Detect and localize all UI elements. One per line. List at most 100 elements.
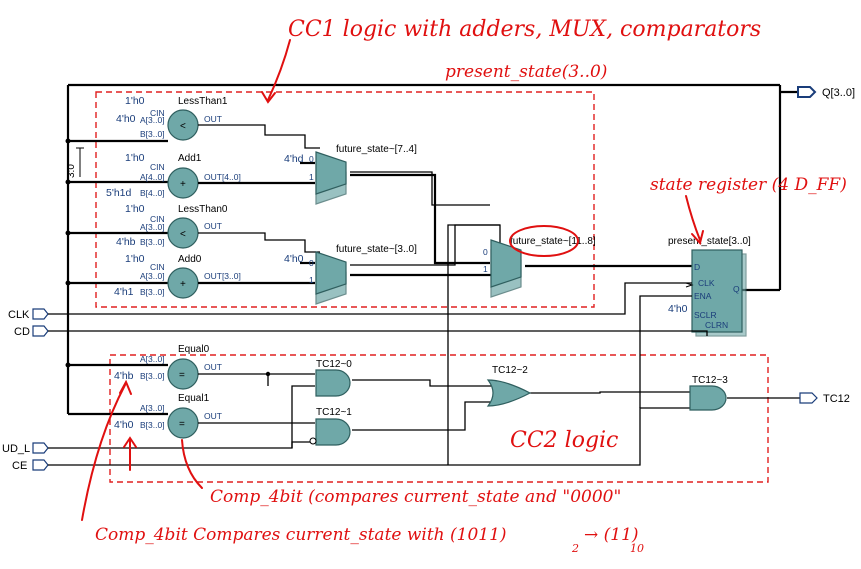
equal0-symbol: = — [179, 370, 185, 381]
register-label: present_state[3..0] — [668, 236, 751, 247]
lessthan0-comparator[interactable]: LessThan0 1'h0 CIN A[3..0] 4'hb B[3..0] … — [116, 203, 228, 249]
input-clk[interactable]: CLK — [8, 282, 692, 321]
annotation-eleven: → (11) — [584, 525, 639, 545]
annotation-cc1: CC1 logic with adders, MUX, comparators — [288, 17, 761, 42]
clk-label: CLK — [8, 309, 30, 321]
mux-top-in0-value: 4'hd — [284, 153, 304, 165]
input-ce[interactable]: CE — [12, 224, 692, 472]
add1-a-port: A[4..0] — [140, 172, 165, 182]
add1-b-value: 5'h1d — [106, 187, 132, 199]
equal0-out-port: OUT — [204, 362, 222, 372]
annotation-state-register: state register (4 D_FF) — [650, 175, 847, 195]
equal0-b-value: 4'hb — [114, 370, 134, 382]
register-sclr-value: 4'h0 — [668, 303, 688, 315]
tc12-0-label: TC12~0 — [316, 359, 352, 370]
annotation-subscript-10: 10 — [630, 542, 644, 555]
equal1-a-port: A[3..0] — [140, 403, 165, 413]
mux-mid-label: future_state~[3..0] — [336, 244, 417, 255]
bus-slice-label: 3:0 — [66, 164, 77, 178]
lessthan0-out-port: OUT — [204, 221, 222, 231]
add1-cin-value: 1'h0 — [125, 152, 145, 164]
mux-top-port-1: 1 — [309, 172, 314, 182]
gate-tc12-3[interactable]: TC12~3 — [689, 375, 728, 411]
tc12-3-label: TC12~3 — [692, 375, 728, 386]
equal1-out-port: OUT — [204, 411, 222, 421]
mux-out-port-1: 1 — [483, 264, 488, 274]
lessthan1-a-port: A[3..0] — [140, 115, 165, 125]
ce-label: CE — [12, 460, 27, 472]
cc2-region-box — [109, 354, 769, 483]
tc12-2-label: TC12~2 — [492, 365, 528, 376]
mux-mid-port-1: 1 — [309, 275, 314, 285]
add0-cin-port: CIN — [150, 262, 165, 272]
annotation-present-state: present_state(3..0) — [445, 62, 607, 82]
output-q[interactable]: Q[3..0] — [797, 86, 855, 99]
mux-top-label: future_state~[7..4] — [336, 144, 417, 155]
lessthan1-out-port: OUT — [204, 114, 222, 124]
mux-future-state-7-4[interactable]: future_state~[7..4] 4'hd 0 1 — [284, 144, 417, 205]
register-clrn-port: CLRN — [705, 320, 728, 330]
output-tc12[interactable]: TC12 — [799, 392, 850, 405]
present-state-bus: 3:0 — [65, 83, 798, 416]
gate-tc12-1[interactable]: TC12~1 — [309, 407, 352, 446]
equal1-b-value: 4'h0 — [114, 419, 134, 431]
lessthan1-cin-value: 1'h0 — [125, 95, 145, 107]
annotation-cc2: CC2 logic — [510, 428, 618, 453]
tc12-1-label: TC12~1 — [316, 407, 352, 418]
lessthan0-cin-port: CIN — [150, 214, 165, 224]
equal1-comparator[interactable]: Equal1 A[3..0] 4'h0 B[3..0] = OUT — [114, 393, 222, 439]
register-ena-port: ENA — [694, 291, 712, 301]
lessthan0-b-value: 4'hb — [116, 236, 136, 248]
gate-tc12-0[interactable]: TC12~0 — [315, 359, 352, 397]
equal1-b-port: B[3..0] — [140, 420, 165, 430]
annotation-comp-1011: Comp_4bit Compares current_state with (1… — [95, 525, 507, 545]
mux-future-state-11-8[interactable]: future_state~[11..8] 0 1 — [483, 236, 596, 298]
equal0-label: Equal0 — [178, 344, 210, 355]
register-q-port: Q — [733, 284, 740, 294]
add0-label: Add0 — [178, 254, 202, 265]
equal0-a-port: A[3..0] — [140, 354, 165, 364]
lessthan1-b-port: B[3..0] — [140, 129, 165, 139]
lessthan0-label: LessThan0 — [178, 204, 228, 215]
equal1-symbol: = — [179, 419, 185, 430]
annotation-subscript-2: 2 — [571, 542, 579, 555]
add0-a-port: A[3..0] — [140, 271, 165, 281]
annotation-arrows — [81, 39, 704, 521]
cc2-wires — [198, 371, 800, 431]
lessthan0-cin-value: 1'h0 — [125, 203, 145, 215]
input-cd[interactable]: CD — [14, 325, 708, 338]
add0-adder[interactable]: Add0 1'h0 CIN A[3..0] 4'h1 B[3..0] + OUT… — [114, 253, 241, 299]
lessthan0-symbol: < — [180, 229, 186, 240]
lessthan0-b-port: B[3..0] — [140, 237, 165, 247]
tc12-output-label: TC12 — [823, 393, 850, 405]
add0-b-port: B[3..0] — [140, 287, 165, 297]
mux-future-state-3-0[interactable]: future_state~[3..0] 4'h0 0 1 — [284, 244, 417, 305]
equal1-label: Equal1 — [178, 393, 210, 404]
q-output-label: Q[3..0] — [822, 87, 855, 99]
add1-out-port: OUT[4..0] — [204, 172, 241, 182]
add1-adder[interactable]: Add1 1'h0 CIN A[4..0] 5'h1d B[4..0] + OU… — [106, 152, 241, 199]
cc1-wires — [198, 124, 692, 285]
equal0-comparator[interactable]: Equal0 A[3..0] 4'hb B[3..0] = OUT — [114, 344, 222, 390]
lessthan1-a-value: 4'h0 — [116, 113, 136, 125]
add1-cin-port: CIN — [150, 162, 165, 172]
gate-tc12-2[interactable]: TC12~2 — [486, 365, 532, 407]
mux-out-label: future_state~[11..8] — [510, 236, 596, 247]
add1-b-port: B[4..0] — [140, 188, 165, 198]
lessthan1-symbol: < — [180, 121, 186, 132]
lessthan1-comparator[interactable]: LessThan1 1'h0 CIN 4'h0 A[3..0] B[3..0] … — [116, 95, 228, 141]
register-clk-port: CLK — [698, 278, 715, 288]
annotation-comp-0000: Comp_4bit (compares current_state and "0… — [210, 487, 621, 507]
add0-cin-value: 1'h0 — [125, 253, 145, 265]
mux-mid-in0-value: 4'h0 — [284, 253, 304, 265]
add0-b-value: 4'h1 — [114, 286, 134, 298]
state-register[interactable]: present_state[3..0] D CLK ENA SCLR CLRN … — [668, 236, 751, 337]
equal0-b-port: B[3..0] — [140, 371, 165, 381]
cd-label: CD — [14, 326, 30, 338]
add0-symbol: + — [180, 279, 186, 290]
input-ud-l[interactable]: UD_L — [2, 385, 315, 455]
ud-l-label: UD_L — [2, 443, 30, 455]
add1-symbol: + — [180, 179, 186, 190]
lessthan1-cin-port: CIN — [150, 108, 165, 118]
